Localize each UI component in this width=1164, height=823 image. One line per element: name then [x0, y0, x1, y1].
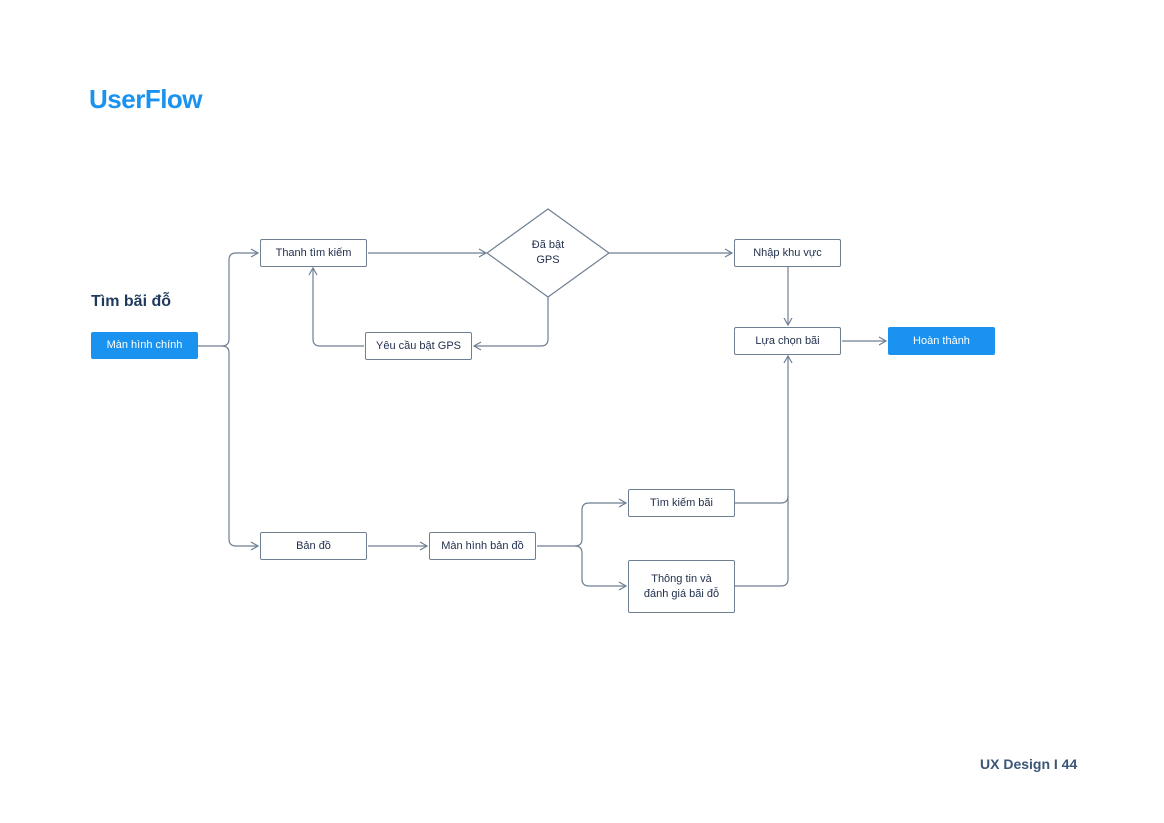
page-title: UserFlow: [89, 84, 203, 114]
node-search-lot[interactable]: Tìm kiếm bãi: [628, 489, 735, 517]
connector-gps-to-request: [472, 297, 549, 351]
footer-page-label: UX Design I 44: [980, 756, 1078, 772]
connector-request-to-search: [308, 266, 364, 347]
node-enter-area[interactable]: Nhập khu vực: [734, 239, 841, 267]
node-map-screen[interactable]: Màn hình bản đồ: [429, 532, 536, 560]
node-complete[interactable]: Hoàn thành: [888, 327, 995, 355]
connector-main-to-branch: [198, 248, 260, 347]
node-request-gps[interactable]: Yêu cầu bật GPS: [365, 332, 472, 360]
connector-mapscreen-to-info: [574, 545, 628, 591]
node-gps-decision-label[interactable]: Đã bật GPS: [531, 239, 565, 266]
node-choose-lot[interactable]: Lựa chọn bãi: [734, 327, 841, 355]
node-map[interactable]: Bản đồ: [260, 532, 367, 560]
connector-info-to-choose: [735, 354, 793, 587]
gps-decision-diamond: [485, 208, 611, 298]
node-search-bar[interactable]: Thanh tìm kiếm: [260, 239, 367, 267]
section-title: Tìm bãi đỗ: [91, 293, 171, 310]
node-main-screen[interactable]: Màn hình chính: [91, 332, 198, 359]
connector-mapscreen-to-searchlot: [537, 498, 628, 547]
connector-searchlot-to-choose: [735, 495, 789, 504]
connector-main-to-map: [221, 345, 260, 551]
node-lot-info[interactable]: Thông tin và đánh giá bãi đỗ: [628, 560, 735, 613]
